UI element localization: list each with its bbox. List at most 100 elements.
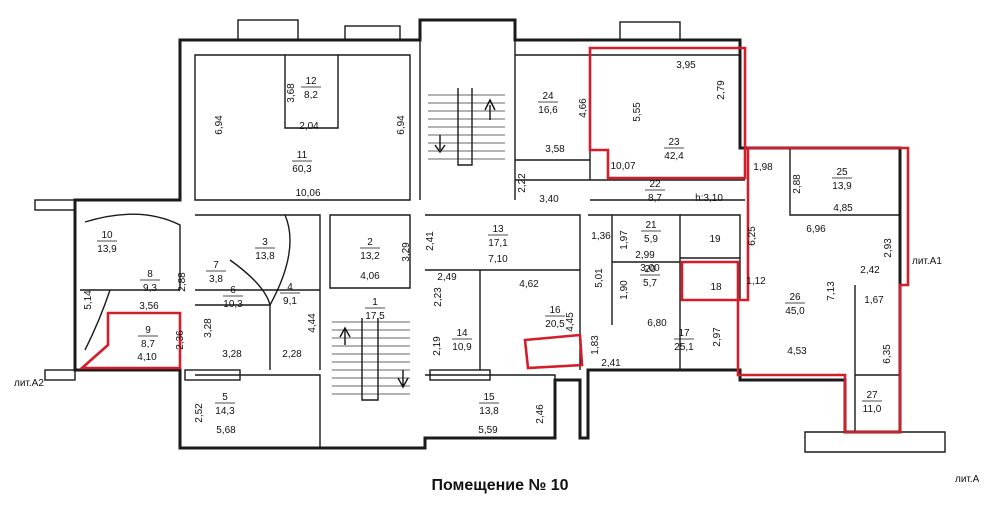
room-number-10: 10 <box>101 230 113 241</box>
room-number-1: 1 <box>372 297 378 308</box>
dimension-label: 2,46 <box>535 404 546 424</box>
dimension-label: 4,53 <box>787 346 807 357</box>
dimension-label: 5,59 <box>478 425 498 436</box>
room-number-26: 26 <box>789 292 801 303</box>
room-number-4: 4 <box>287 282 293 293</box>
room-number-7: 7 <box>213 260 219 271</box>
room-number-5: 5 <box>222 392 228 403</box>
room-number-9: 9 <box>145 325 151 336</box>
dimension-label: 4,66 <box>578 98 589 118</box>
dimension-label: 7,10 <box>488 254 508 265</box>
room-area-24: 16,6 <box>538 105 558 116</box>
room-labels: 117,5213,2313,849,1514,3610,373,889,398,… <box>97 76 882 417</box>
room-area-10: 13,9 <box>97 244 117 255</box>
room-number-23: 23 <box>668 137 680 148</box>
dimension-label: 3,68 <box>286 83 297 103</box>
dimension-label: 2,23 <box>433 287 444 307</box>
room-number-27: 27 <box>866 390 878 401</box>
dimension-label: 5,55 <box>632 102 643 122</box>
dimension-label: 2,41 <box>425 231 436 251</box>
dimension-label: 1,90 <box>619 280 630 300</box>
dimension-label: 6,25 <box>747 226 758 246</box>
dimension-label: 4,62 <box>519 279 539 290</box>
room-area-13: 17,1 <box>488 238 508 249</box>
room-area-25: 13,9 <box>832 181 852 192</box>
dimension-label: 2,36 <box>175 330 186 350</box>
dimension-label: 4,10 <box>137 352 157 363</box>
room-area-3: 13,8 <box>255 251 275 262</box>
room-area-15: 13,8 <box>479 406 499 417</box>
dimension-label: 6,80 <box>647 318 667 329</box>
dimension-label: 2,97 <box>712 327 723 347</box>
dimension-label: 4,06 <box>360 271 380 282</box>
room-number-11: 11 <box>297 150 308 161</box>
dimension-label: 3,28 <box>222 349 242 360</box>
room-number-3: 3 <box>262 237 268 248</box>
dimension-label: 5,14 <box>83 290 94 310</box>
dimension-label: 3,56 <box>139 301 159 312</box>
dimension-label: 3,95 <box>676 60 696 71</box>
staircase-lower <box>332 318 410 401</box>
room-area-9: 8,7 <box>141 339 155 350</box>
dimension-label: h:3,10 <box>695 193 723 204</box>
room-number-22: 22 <box>649 179 661 190</box>
room-number-15: 15 <box>483 392 495 403</box>
room-number-12: 12 <box>305 76 317 87</box>
room-area-12: 8,2 <box>304 90 318 101</box>
room-area-17: 25,1 <box>674 342 694 353</box>
dimension-label: 2,79 <box>716 80 727 100</box>
litera-a-label: лит.А <box>955 474 980 485</box>
dimension-label: 1,67 <box>864 295 884 306</box>
dimension-label: 3,40 <box>539 194 559 205</box>
room-number-8: 8 <box>147 269 153 280</box>
room-number-21: 21 <box>645 220 657 231</box>
room-area-6: 10,3 <box>223 299 243 310</box>
room-area-2: 13,2 <box>360 251 380 262</box>
dimension-label: 1,83 <box>590 335 601 355</box>
dimension-label: 5,68 <box>216 425 236 436</box>
dimension-label: 3,29 <box>401 242 412 262</box>
dimension-label: 2,41 <box>601 358 621 369</box>
room-number-19: 19 <box>709 234 721 245</box>
dimension-label: 2,99 <box>635 250 655 261</box>
dimension-label: 2,19 <box>432 336 443 356</box>
dimension-label: 6,94 <box>214 115 225 135</box>
room-number-16: 16 <box>549 305 561 316</box>
dimension-label: 2,22 <box>517 173 528 193</box>
room-number-14: 14 <box>456 328 468 339</box>
room-area-5: 14,3 <box>215 406 235 417</box>
room-area-8: 9,3 <box>143 283 157 294</box>
staircase-upper <box>428 88 505 166</box>
dimension-label: 2,93 <box>883 238 894 258</box>
dimension-label: 1,97 <box>619 230 630 250</box>
plan-caption: Помещение № 10 <box>431 477 569 494</box>
dimension-label: 3,28 <box>203 318 214 338</box>
building-walls <box>34 18 946 453</box>
room-area-22: 8,7 <box>648 193 662 204</box>
dimension-label: 7,13 <box>826 281 837 301</box>
room-area-14: 10,9 <box>452 342 472 353</box>
dimension-label: 2,28 <box>282 349 302 360</box>
room-number-13: 13 <box>492 224 504 235</box>
dimension-label: 2,49 <box>437 272 457 283</box>
room-number-20: 20 <box>644 264 656 275</box>
dimension-label: 2,88 <box>792 174 803 194</box>
dimension-label: 4,44 <box>307 313 318 333</box>
litera-a2-label: лит.А2 <box>14 378 44 389</box>
room-number-24: 24 <box>542 91 554 102</box>
room-number-25: 25 <box>836 167 848 178</box>
room-number-2: 2 <box>367 237 373 248</box>
room-number-18: 18 <box>710 282 722 293</box>
room-area-11: 60,3 <box>292 164 312 175</box>
dimension-label: 1,12 <box>746 276 766 287</box>
dimension-label: 2,42 <box>860 265 880 276</box>
dimension-label: 3,58 <box>545 144 565 155</box>
dimension-label: 6,94 <box>396 115 407 135</box>
dimension-label: 4,45 <box>565 312 576 332</box>
room-area-23: 42,4 <box>664 151 684 162</box>
dimension-label: 1,36 <box>591 231 611 242</box>
room-area-20: 5,7 <box>643 278 657 289</box>
dimension-label: 1,98 <box>753 162 773 173</box>
litera-a1-label: лит.А1 <box>912 256 942 267</box>
